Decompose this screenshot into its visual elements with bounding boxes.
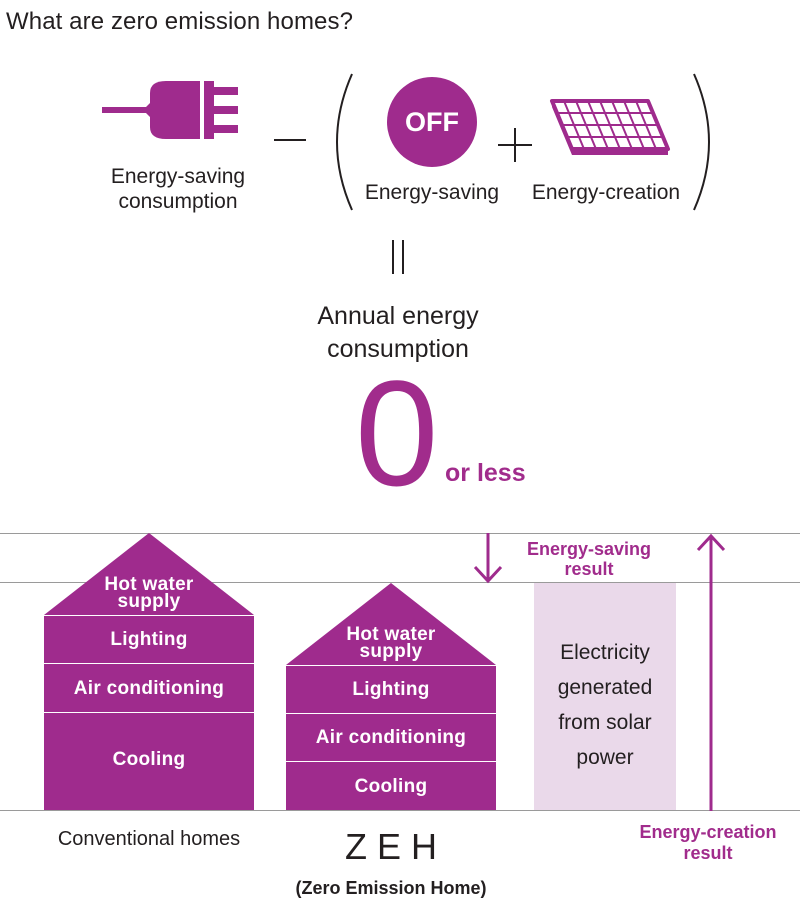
zeh-lighting-label: Lighting [352,679,430,700]
conventional-lighting: Lighting [44,616,254,663]
solar-electricity-label: Electricity generated from solar power [557,641,653,769]
saving-label: Energy-saving [364,181,500,204]
zeh-roof [286,583,496,665]
conventional-caption: Conventional homes [57,828,241,850]
creation-up-arrow-icon [696,533,726,811]
creation-result-label: Energy-creation result [639,822,777,863]
big-zero: 0 [355,349,439,517]
conventional-house: Hot water supply Lighting Air conditioni… [44,533,254,811]
consumption-label: Energy-saving consumption [110,165,246,213]
right-parenthesis [693,73,710,211]
solar-electricity-box: Electricity generated from solar power [534,583,676,810]
baseline-guide-line [0,810,800,811]
or-less-label: or less [445,459,526,487]
equals-sign [392,240,406,274]
conventional-roof [44,533,254,615]
zeh-cooling-label: Cooling [354,776,428,797]
conventional-air-conditioning: Air conditioning [44,664,254,712]
conventional-air-conditioning-label: Air conditioning [73,678,225,699]
conventional-hot-water-label: Hot water supply [104,574,194,612]
result-label: Annual energy consumption [317,302,479,363]
zeh-cooling: Cooling [286,762,496,810]
page-title: What are zero emission homes? [6,8,354,35]
plug-icon [102,81,238,139]
zeh-house: Hot water supply Lighting Air conditioni… [286,583,496,811]
top-guide-line [0,533,800,534]
minus-sign [274,139,306,141]
plus-sign [498,128,532,162]
zeh-lighting: Lighting [286,666,496,713]
zeh-caption: ZEH [345,826,447,867]
off-badge-icon: OFF [387,77,477,167]
saving-down-arrow-icon [473,533,503,584]
zeh-air-conditioning-label: Air conditioning [315,727,467,748]
saving-result-label: Energy-saving result [526,539,652,579]
conventional-cooling: Cooling [44,713,254,810]
conventional-cooling-label: Cooling [112,749,186,770]
zeh-subcaption: (Zero Emission Home) [295,878,487,898]
zeh-air-conditioning: Air conditioning [286,714,496,761]
creation-label: Energy-creation [531,181,681,204]
middle-guide-line [0,582,800,583]
solar-panel-icon [550,99,670,155]
off-badge-label: OFF [405,106,459,137]
left-parenthesis [336,73,353,211]
zeh-hot-water-label: Hot water supply [346,624,436,662]
conventional-lighting-label: Lighting [110,629,188,650]
